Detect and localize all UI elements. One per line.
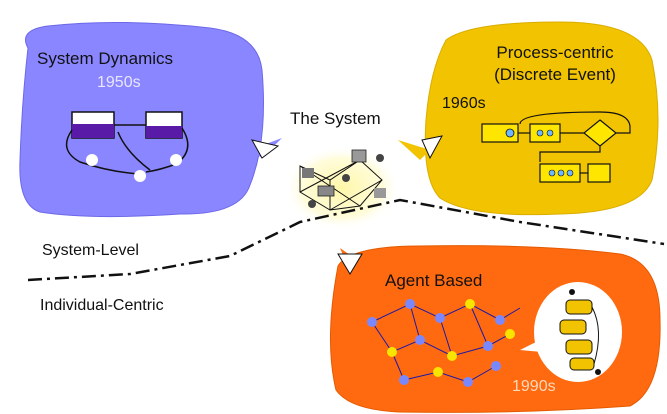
the-system-label: The System <box>290 109 381 128</box>
the-system-network <box>284 146 400 230</box>
agent-based-title: Agent Based <box>385 271 483 290</box>
stock-icon <box>71 111 115 139</box>
auxiliary-node <box>134 170 146 182</box>
discrete-event-cloud <box>398 21 659 216</box>
auxiliary-node <box>170 154 182 166</box>
agent-based-cloud <box>330 245 661 413</box>
discrete-event-decade: 1960s <box>442 95 486 112</box>
process-flowchart-icon <box>481 111 631 183</box>
system-dynamics-decade: 1950s <box>97 74 141 91</box>
agent-based-decade: 1990s <box>512 378 556 395</box>
system-level-label: System-Level <box>42 242 139 259</box>
discrete-event-title-line1: Process-centric <box>496 43 614 62</box>
statechart-bubble <box>520 282 622 382</box>
pointer-left <box>251 139 280 159</box>
level-divider-line <box>27 198 665 282</box>
agent-network-icon <box>367 299 521 387</box>
system-dynamics-cloud <box>19 21 282 218</box>
auxiliary-node <box>86 154 98 166</box>
feedback-loop <box>65 129 141 175</box>
system-dynamics-title: System Dynamics <box>37 49 174 68</box>
pointer-down <box>337 253 363 275</box>
discrete-event-title-line2: (Discrete Event) <box>494 65 616 84</box>
stock-icon <box>145 111 183 139</box>
pointer-right <box>421 135 443 160</box>
individual-centric-label: Individual-Centric <box>40 297 164 314</box>
